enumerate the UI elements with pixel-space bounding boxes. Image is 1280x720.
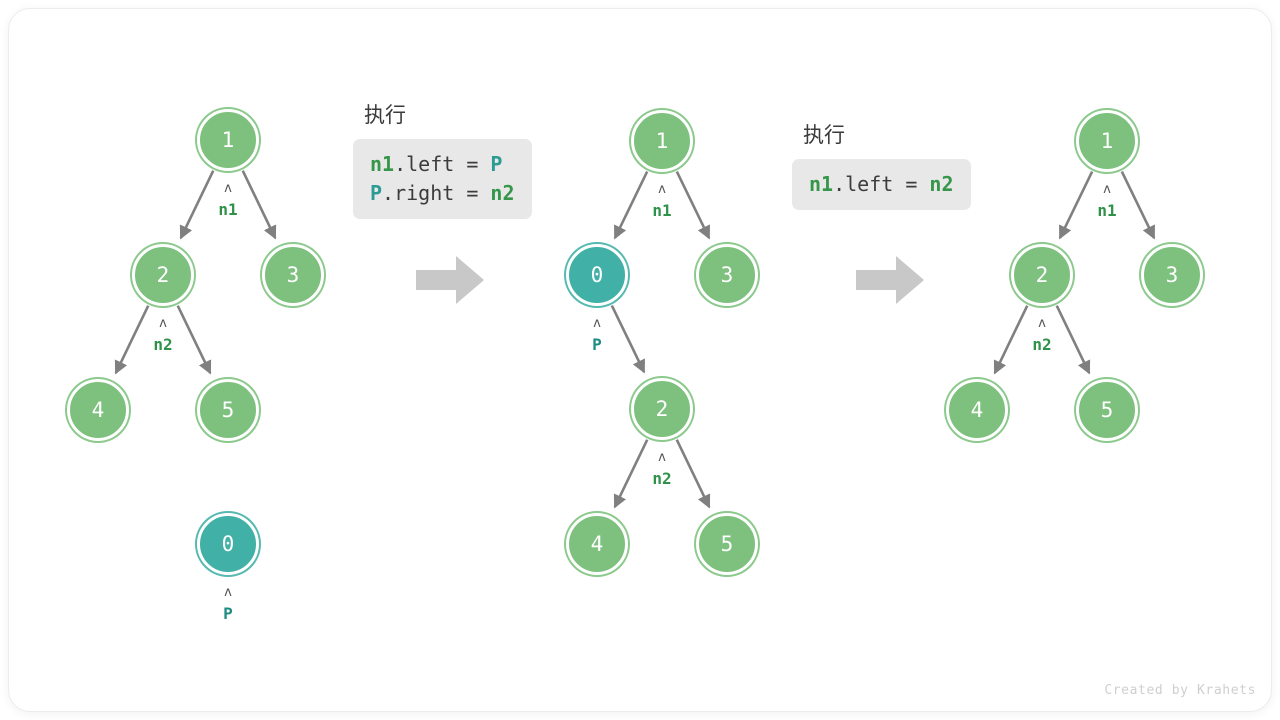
tree-edge [675,439,711,509]
code-token: .right = [382,181,491,205]
tree-node-label: 3 [720,262,734,287]
tree-edge [610,305,646,374]
step-caption-1: 执行 [364,104,406,127]
tree-node-5[interactable]: 5 [1076,379,1138,441]
tree-node-2[interactable]: 2 [1011,244,1073,306]
tree-node-label: 1 [655,128,669,153]
tree-node-label: 1 [1100,128,1114,153]
step-caption-2: 执行 [803,124,845,147]
tree-edge [993,305,1029,375]
code-token: .left = [394,152,491,176]
tree-node-label: 0 [221,531,235,556]
tree-node-1[interactable]: 1 [1076,110,1138,172]
tree-node-label: 4 [590,531,604,556]
code-token: n2 [929,172,954,196]
code-token: n1 [809,172,834,196]
code-token: P [490,152,503,176]
arrow-right-icon [416,256,484,304]
tree-node-2[interactable]: 2 [631,378,693,440]
tree-node-label: 4 [970,397,984,422]
tree-node-label: 2 [1035,262,1049,287]
tree-edge [613,439,649,509]
tree-node-label: 5 [1100,397,1114,422]
tree-node-label: 0 [590,262,604,287]
code-line: n1.left = P [370,150,515,179]
tree-node-3[interactable]: 3 [696,244,758,306]
arrow-right-icon [856,256,924,304]
tree-node-label: 4 [91,397,105,422]
tree-node-4[interactable]: 4 [566,513,628,575]
tree-edge [114,305,150,375]
transition-arrow-1 [416,256,484,304]
tree-edge [1055,305,1091,375]
tree-edge [613,171,649,240]
code-token: P [370,181,383,205]
tree-node-1[interactable]: 1 [197,109,259,171]
tree-node-0[interactable]: 0 [566,244,628,306]
tree-edge [241,170,277,240]
tree-edge [1120,171,1156,240]
tree-node-label: 3 [1165,262,1179,287]
tree-node-1[interactable]: 1 [631,110,693,172]
tree-node-label: 1 [221,127,235,152]
transition-arrow-2 [856,256,924,304]
watermark-credit: Created by Krahets [1104,683,1256,698]
code-line: P.right = n2 [370,179,515,208]
tree-node-3[interactable]: 3 [262,244,324,306]
tree-node-5[interactable]: 5 [696,513,758,575]
code-token: .left = [833,172,930,196]
tree-edge [675,171,711,240]
tree-node-label: 5 [221,397,235,422]
code-token: n1 [370,152,395,176]
tree-node-label: 5 [720,531,734,556]
tree-node-3[interactable]: 3 [1141,244,1203,306]
tree-node-0[interactable]: 0 [197,513,259,575]
tree-node-2[interactable]: 2 [132,244,194,306]
tree-node-label: 2 [655,396,669,421]
tree-node-label: 2 [156,262,170,287]
tree-node-label: 3 [286,262,300,287]
code-line: n1.left = n2 [809,170,954,199]
tree-node-4[interactable]: 4 [946,379,1008,441]
tree-node-4[interactable]: 4 [67,379,129,441]
code-block-2: n1.left = n2 [792,159,971,210]
tree-node-5[interactable]: 5 [197,379,259,441]
code-token: n2 [490,181,515,205]
tree-edge [1058,171,1094,240]
tree-edge [179,170,215,240]
tree-edge [176,305,212,375]
